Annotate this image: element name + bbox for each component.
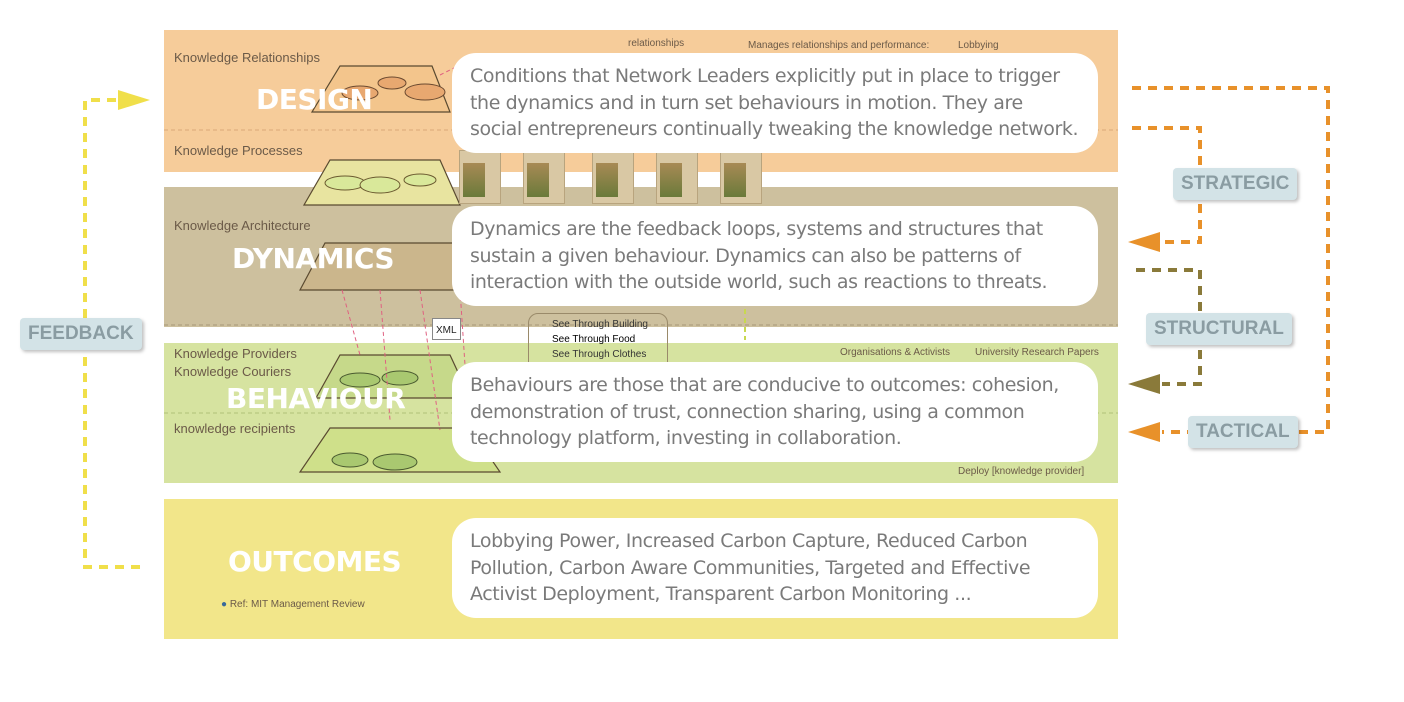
strategic-label: STRATEGIC [1173,168,1298,200]
globe-icon: ● [221,599,230,610]
dynamics-title: DYNAMICS [232,242,395,275]
research-papers-label: University Research Papers [975,347,1099,358]
knowledge-couriers-label: Knowledge Couriers [174,364,292,379]
option-food[interactable]: See Through Food [552,334,636,345]
knowledge-providers-label: Knowledge Providers [174,346,297,361]
tactical-label: TACTICAL [1188,416,1298,448]
deploy-label: Deploy [knowledge provider] [958,466,1085,477]
manages-label: Manages relationships and performance: [748,40,930,51]
design-description: Conditions that Network Leaders explicit… [452,53,1098,153]
lobbying-label: Lobbying [958,40,999,51]
outcomes-description: Lobbying Power, Increased Carbon Capture… [452,518,1098,618]
option-clothes[interactable]: See Through Clothes [552,349,647,360]
document-card [592,150,634,204]
ref-text: Ref: MIT Management Review [229,599,365,610]
document-card [523,150,565,204]
document-card [656,150,698,204]
organisations-label: Organisations & Activists [840,347,951,358]
knowledge-architecture-label: Knowledge Architecture [174,218,311,233]
dynamics-description: Dynamics are the feedback loops, systems… [452,206,1098,306]
structural-label: STRUCTURAL [1146,313,1292,345]
reference-link[interactable]: ● Ref: MIT Management Review [221,599,365,611]
relationships-tag: relationships [628,38,685,49]
knowledge-relationships-label: Knowledge Relationships [174,50,320,65]
document-card [720,150,762,204]
behaviour-title: BEHAVIOUR [226,382,406,415]
option-building[interactable]: See Through Building [552,319,648,330]
xml-file-icon: XML [432,318,461,340]
design-title: DESIGN [256,83,373,116]
outcomes-title: OUTCOMES [228,545,402,578]
knowledge-processes-label: Knowledge Processes [174,143,303,158]
behaviour-description: Behaviours are those that are conducive … [452,362,1098,462]
feedback-label: FEEDBACK [20,318,142,350]
document-card [459,150,501,204]
knowledge-recipients-label: knowledge recipients [174,421,296,436]
